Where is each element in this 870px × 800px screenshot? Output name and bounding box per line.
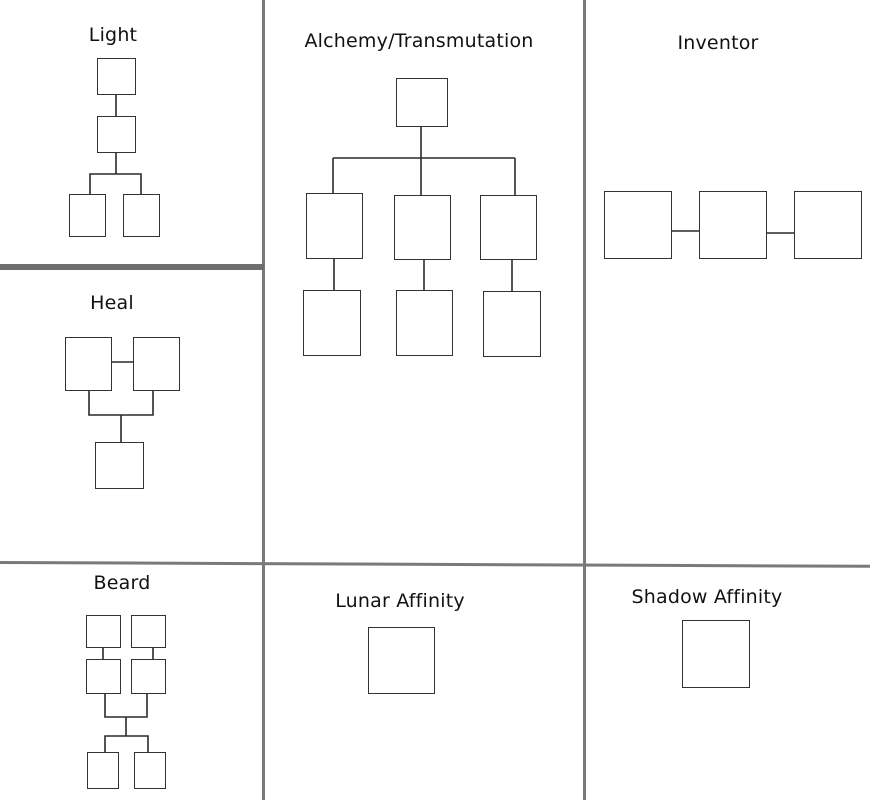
skill-node[interactable]: [303, 290, 361, 356]
skill-node[interactable]: [131, 659, 166, 694]
skill-node[interactable]: [682, 620, 750, 688]
skill-node[interactable]: [95, 442, 144, 489]
skill-node[interactable]: [97, 116, 136, 153]
horizontal-divider-bottom: [0, 561, 870, 568]
skill-node[interactable]: [123, 194, 160, 237]
panel-title-lunar-affinity: Lunar Affinity: [335, 590, 465, 612]
panel-title-shadow-affinity: Shadow Affinity: [631, 586, 783, 608]
skill-node[interactable]: [87, 752, 119, 789]
skill-node[interactable]: [133, 337, 180, 391]
skill-node[interactable]: [86, 615, 121, 648]
skill-node[interactable]: [134, 752, 166, 789]
skill-node[interactable]: [306, 193, 363, 259]
skill-node[interactable]: [699, 191, 767, 259]
skill-node[interactable]: [86, 659, 121, 694]
panel-title-heal: Heal: [90, 292, 134, 314]
skill-node[interactable]: [368, 627, 435, 694]
skill-node[interactable]: [65, 337, 112, 391]
panel-title-alchemy: Alchemy/Transmutation: [304, 30, 534, 52]
vertical-divider-left: [262, 0, 265, 800]
skill-node[interactable]: [480, 195, 537, 260]
skill-node[interactable]: [396, 78, 448, 127]
skill-node[interactable]: [97, 58, 136, 95]
skill-node[interactable]: [394, 195, 451, 260]
vertical-divider-right: [583, 0, 586, 800]
skill-node[interactable]: [69, 194, 106, 237]
panel-title-inventor: Inventor: [677, 32, 759, 54]
panel-title-beard: Beard: [93, 572, 151, 594]
skill-node[interactable]: [131, 615, 166, 648]
panel-title-light: Light: [88, 24, 138, 46]
horizontal-divider-thick: [0, 264, 264, 270]
skill-node[interactable]: [483, 291, 541, 357]
skill-node[interactable]: [604, 191, 672, 259]
skill-node[interactable]: [396, 290, 453, 356]
skill-node[interactable]: [794, 191, 862, 259]
